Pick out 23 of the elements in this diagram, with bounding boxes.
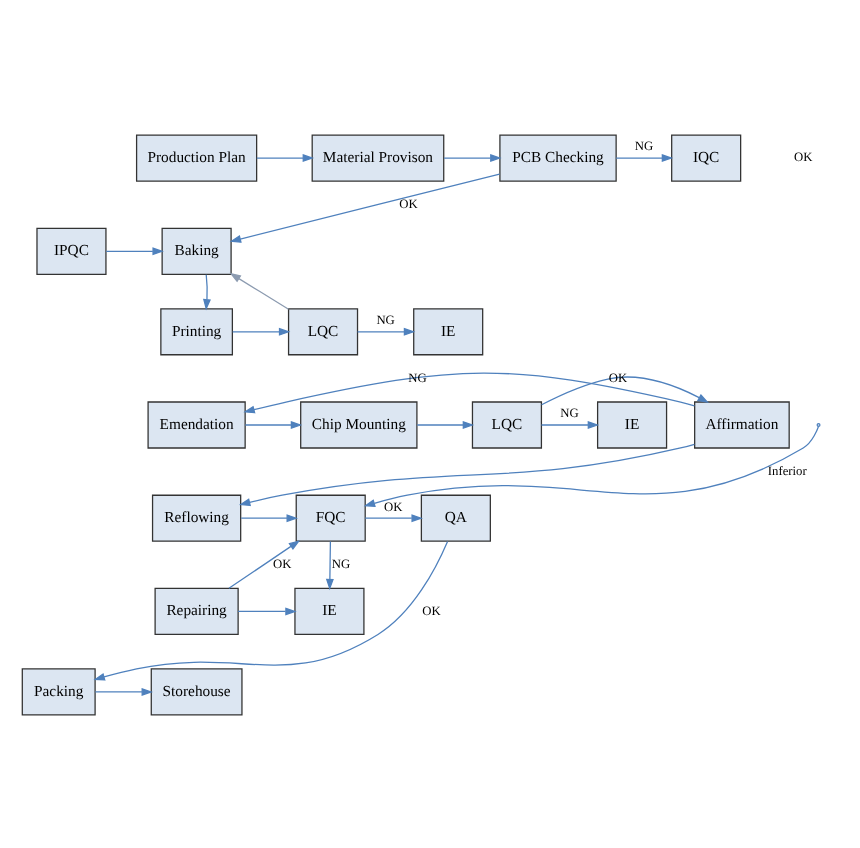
arrow — [244, 419, 303, 429]
arrow — [238, 442, 695, 506]
arrow — [94, 686, 154, 695]
arrow — [443, 153, 502, 162]
arrow — [540, 375, 709, 405]
arrow — [243, 371, 696, 413]
arrow — [229, 271, 290, 309]
arrow — [416, 419, 475, 429]
arrow — [240, 513, 298, 522]
arrow — [237, 606, 297, 615]
arrow — [105, 246, 164, 255]
arrow — [364, 513, 423, 522]
arrow — [540, 419, 600, 429]
arrow — [93, 539, 449, 680]
arrow — [325, 539, 334, 590]
arrow — [356, 326, 416, 335]
arrow — [363, 424, 820, 507]
arrow — [228, 539, 301, 588]
arrow — [256, 153, 315, 162]
arrow — [229, 172, 501, 242]
arrow — [615, 153, 674, 162]
arrow — [232, 326, 291, 335]
arrow — [202, 273, 211, 310]
